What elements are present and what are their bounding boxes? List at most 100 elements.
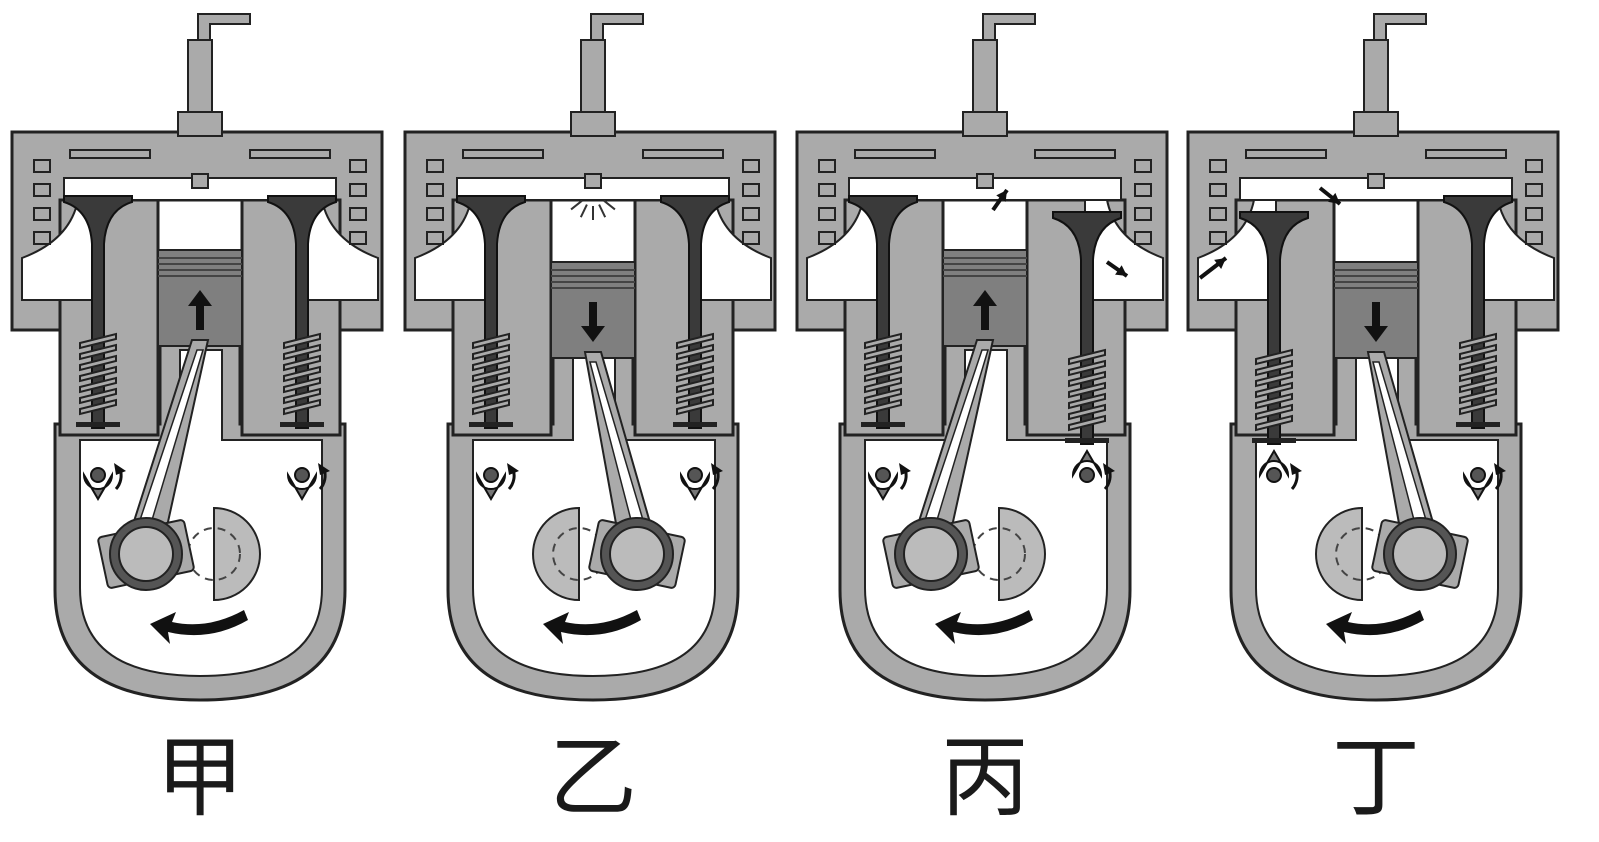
exhaust-camshaft-axle [294, 467, 310, 483]
exhaust-valve [267, 195, 337, 429]
spark-plug-terminal [1373, 13, 1427, 41]
cooling-fin [1134, 207, 1152, 221]
intake-camshaft-lobe [475, 471, 507, 501]
engine-drawing-1 [10, 13, 384, 702]
cooling-fin [426, 183, 444, 197]
valve-spring-coil [79, 398, 117, 416]
head-channel [642, 149, 724, 159]
valve-spring-coil [676, 365, 714, 383]
exhaust-valve [660, 195, 730, 429]
valve-spring-coil [1459, 354, 1497, 372]
valve-spring-coil [676, 343, 714, 361]
spark-plug-terminal [982, 13, 1036, 41]
spark-plug-insulator [972, 39, 998, 113]
valve-spring-coil [1068, 381, 1106, 399]
panel-label-1: 甲 [155, 726, 244, 829]
spark-plug-terminal [197, 13, 251, 41]
valve-spring-coil [79, 387, 117, 405]
spark-plug-insulator [1363, 39, 1389, 113]
intake-camshaft-lobe [1258, 449, 1290, 479]
cooling-fin [1134, 183, 1152, 197]
cooling-fin [1525, 159, 1543, 173]
valve-spring-coil [79, 343, 117, 361]
valve-spring-coil [472, 354, 510, 372]
spark-plug-nut [962, 111, 1008, 137]
spark-plug-electrode [1367, 173, 1385, 189]
crankcase-cavity [1255, 349, 1499, 678]
spark-plug-nut [1353, 111, 1399, 137]
head-channel [854, 149, 936, 159]
valve-spring-coil [1255, 381, 1293, 399]
intake-cam-arrowhead [114, 463, 126, 475]
valve-spring-coil [283, 387, 321, 405]
cooling-fin [818, 159, 836, 173]
exhaust-camshaft-lobe [1071, 449, 1103, 479]
valve-spring-coil [472, 343, 510, 361]
valve-spring-coil [1068, 359, 1106, 377]
crank-counterweight [532, 506, 580, 602]
crankcase-cavity [864, 349, 1108, 678]
crank-rotation-arrow [1326, 610, 1424, 644]
valve-spring-coil [1459, 365, 1497, 383]
spark-plug-insulator [187, 39, 213, 113]
intake-valve [1239, 211, 1309, 445]
intake-valve [63, 195, 133, 429]
panel-3: 丙 [785, 0, 1185, 842]
exhaust-cam-arrowhead [1494, 463, 1506, 475]
valve-spring-coil [1068, 370, 1106, 388]
intake-cam-arrowhead [507, 463, 519, 475]
valve-spring-coil [79, 376, 117, 394]
cooling-fin [1209, 159, 1227, 173]
intake-flow-arrow-head [1328, 192, 1340, 204]
intake-flow-arrow-in-head [1214, 258, 1226, 269]
crank-counterweight [1315, 506, 1363, 602]
valve-spring-coil [864, 398, 902, 416]
piston-arrow-up [973, 290, 997, 330]
engine-drawing-4 [1186, 13, 1560, 702]
valve-spring-coil [472, 365, 510, 383]
exhaust-valve [1052, 211, 1122, 445]
head-channel [1245, 149, 1327, 159]
intake-cam-arrowhead [1290, 463, 1302, 475]
cooling-fin [349, 159, 367, 173]
cooling-fin [1209, 183, 1227, 197]
exhaust-camshaft-axle [1079, 467, 1095, 483]
exhaust-camshaft-lobe [679, 471, 711, 501]
cooling-fin [33, 159, 51, 173]
intake-camshaft-axle [1266, 467, 1282, 483]
intake-valve-retainer [1252, 438, 1296, 443]
head-channel [1425, 149, 1507, 159]
valve-spring-coil [79, 332, 117, 350]
panel-1: 甲 [0, 0, 400, 842]
cooling-fin [349, 207, 367, 221]
cooling-fin [426, 231, 444, 245]
valve-spring-coil [472, 387, 510, 405]
spark-ray [579, 204, 588, 218]
valve-spring-coil [1255, 414, 1293, 432]
cooling-fin [1209, 231, 1227, 245]
valve-spring-coil [1255, 403, 1293, 421]
exhaust-valve-retainer [673, 422, 717, 427]
head-channel [69, 149, 151, 159]
valve-spring-coil [1068, 414, 1106, 432]
spark-plug-nut [570, 111, 616, 137]
intake-valve-retainer [76, 422, 120, 427]
crankpin [609, 526, 665, 582]
cooling-fin [426, 207, 444, 221]
crank-rotation-arrow [150, 610, 248, 644]
valve-spring-coil [864, 387, 902, 405]
exhaust-valve-retainer [1065, 438, 1109, 443]
spark-ray [603, 199, 616, 211]
exhaust-cam-arrowhead [318, 463, 330, 475]
cooling-fin [426, 159, 444, 173]
cooling-fin [742, 231, 760, 245]
valve-spring-coil [1068, 348, 1106, 366]
spark-plug-electrode [976, 173, 994, 189]
cooling-fin [1525, 231, 1543, 245]
valve-spring-coil [283, 365, 321, 383]
valve-spring-coil [1459, 398, 1497, 416]
head-channel [1034, 149, 1116, 159]
valve-spring-coil [79, 354, 117, 372]
exhaust-flow-arrow-head [996, 190, 1007, 202]
exhaust-camshaft-lobe [1462, 471, 1494, 501]
